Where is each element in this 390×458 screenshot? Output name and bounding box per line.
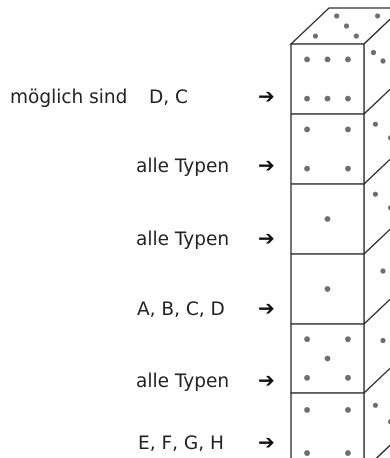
front-pip-1-1 <box>304 56 310 63</box>
front-pip-2-1 <box>304 126 310 133</box>
arrow-5: ➔ <box>258 368 275 392</box>
side-edge-1 <box>363 88 390 115</box>
side-edge-2 <box>363 158 390 185</box>
front-pip-2-3 <box>304 165 310 172</box>
front-pip-6-2 <box>345 407 351 413</box>
top-pip-5 <box>353 33 359 39</box>
front-pip-5-4 <box>304 374 310 381</box>
side-pip-4-1 <box>380 268 386 274</box>
side-pip-6-1 <box>372 402 378 408</box>
front-pip-1-4 <box>304 95 310 102</box>
front-pip-4-1 <box>324 286 331 292</box>
cube-front-face-6 <box>290 392 365 458</box>
front-pip-1-6 <box>345 95 351 102</box>
dice-tower <box>289 7 390 458</box>
side-edge-4 <box>363 298 390 325</box>
header-label: möglich sind <box>10 87 127 108</box>
row-label-6: E, F, G, H <box>138 433 224 454</box>
arrow-3: ➔ <box>258 226 275 250</box>
side-pip-2-1 <box>372 121 378 127</box>
top-pip-3 <box>343 23 350 29</box>
front-pip-5-3 <box>324 355 331 362</box>
arrow-6: ➔ <box>258 430 275 454</box>
side-pip-1-1 <box>370 49 377 56</box>
row-label-5: alle Typen <box>136 371 229 392</box>
top-pip-1 <box>334 13 340 19</box>
arrow-4: ➔ <box>258 296 275 320</box>
front-pip-2-2 <box>345 126 351 133</box>
cube-front-face-2 <box>290 113 365 185</box>
front-pip-2-4 <box>345 165 351 172</box>
cube-front-face-5 <box>290 323 365 394</box>
cube-front-face-1 <box>290 43 365 115</box>
front-pip-6-1 <box>304 407 310 413</box>
top-pip-4 <box>312 33 319 39</box>
front-pip-1-5 <box>324 95 331 102</box>
front-pip-3-1 <box>324 216 331 222</box>
row-label-4: A, B, C, D <box>137 299 225 320</box>
cube-front-face-3 <box>290 183 365 255</box>
row-label-1: D, C <box>149 87 188 108</box>
front-pip-1-3 <box>345 56 351 63</box>
side-pip-1-2 <box>380 58 386 64</box>
front-pip-5-2 <box>345 336 351 343</box>
top-pip-2 <box>374 13 381 19</box>
side-edge-3 <box>363 228 390 255</box>
side-edge-6 <box>375 444 390 458</box>
row-label-3: alle Typen <box>136 229 229 250</box>
arrow-2: ➔ <box>258 153 275 177</box>
front-pip-5-5 <box>345 374 351 381</box>
front-pip-6-4 <box>345 450 351 456</box>
front-pip-5-1 <box>304 336 310 343</box>
front-pip-6-3 <box>304 450 310 456</box>
front-pip-1-2 <box>324 56 331 63</box>
row-label-2: alle Typen <box>136 156 229 177</box>
side-pip-5-1 <box>380 337 386 344</box>
side-pip-3-1 <box>372 191 378 197</box>
arrow-1: ➔ <box>258 84 275 108</box>
side-edge-5 <box>363 367 390 394</box>
